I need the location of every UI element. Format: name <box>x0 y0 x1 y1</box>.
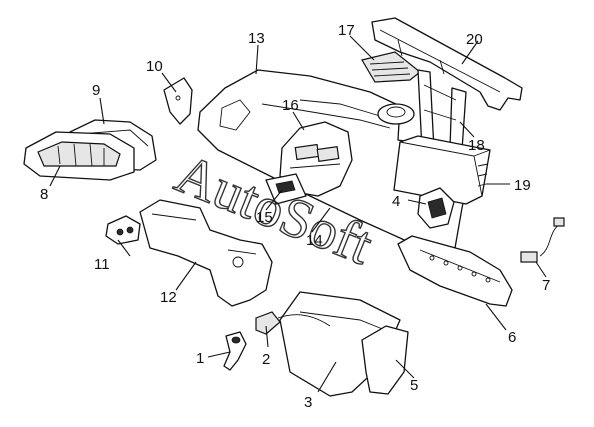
callout-5: 5 <box>410 377 418 394</box>
part-15-switch-panel <box>265 173 307 205</box>
part-7-connector <box>520 217 565 263</box>
callout-18: 18 <box>468 137 485 154</box>
callout-14: 14 <box>306 232 323 249</box>
callout-3: 3 <box>304 394 312 411</box>
callout-16: 16 <box>282 97 299 114</box>
callout-4: 4 <box>392 193 400 210</box>
callout-17: 17 <box>338 22 355 39</box>
part-12-knee-panel <box>139 199 273 307</box>
part-19-airbag-box <box>393 135 491 205</box>
callout-13: 13 <box>248 30 265 47</box>
callout-2: 2 <box>262 351 270 368</box>
round-speaker <box>377 103 415 125</box>
part-8-instrument-cluster <box>23 131 135 181</box>
callout-1: 1 <box>196 350 204 367</box>
part-5-side-panel <box>361 325 409 395</box>
part-10-trim-cover <box>163 77 193 125</box>
part-4-vent <box>417 187 455 229</box>
leader-lines <box>49 35 547 393</box>
part-11-switch-module <box>105 215 141 245</box>
part-6-crossmember <box>397 235 513 307</box>
part-1-lock-cylinder <box>223 331 247 371</box>
callout-6: 6 <box>508 329 516 346</box>
part-2-latch <box>255 311 331 335</box>
callout-9: 9 <box>92 82 100 99</box>
callout-7: 7 <box>542 277 550 294</box>
part-20-support-rail <box>371 17 523 111</box>
callout-8: 8 <box>40 186 48 203</box>
callouts: 1 2 3 4 5 6 7 8 9 10 11 12 13 14 15 16 1… <box>40 22 550 411</box>
callout-20: 20 <box>466 31 483 48</box>
part-17-speaker-grille <box>361 51 421 83</box>
callout-10: 10 <box>146 58 163 75</box>
callout-15: 15 <box>256 209 273 226</box>
callout-19: 19 <box>514 177 531 194</box>
callout-11: 11 <box>94 256 110 273</box>
callout-12: 12 <box>160 289 177 306</box>
